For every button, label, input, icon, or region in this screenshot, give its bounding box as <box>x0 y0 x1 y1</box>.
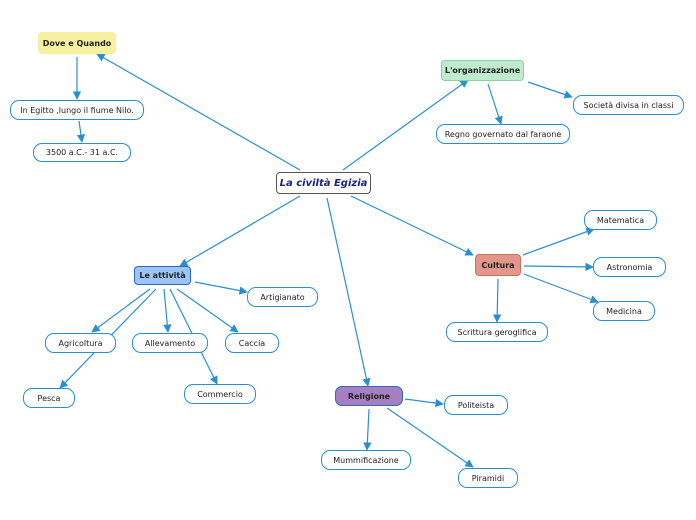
node-societa[interactable]: Società divisa in classi <box>573 95 684 115</box>
topic-dove-e-quando[interactable]: Dove e Quando <box>38 32 116 54</box>
edge-attivita-agricoltura <box>91 288 151 333</box>
central-topic[interactable]: La civiltà Egizia <box>276 172 371 194</box>
node-egitto[interactable]: In Egitto ,lungo il fiume Nilo. <box>10 100 144 120</box>
edge-attivita-caccia <box>176 288 239 333</box>
node-scrittura[interactable]: Scrittura geroglifica <box>446 322 548 342</box>
node-commercio[interactable]: Commercio <box>184 384 256 404</box>
node-caccia[interactable]: Caccia <box>225 333 279 353</box>
node-piramidi[interactable]: Piramidi <box>458 468 518 488</box>
edge-egitto-date <box>76 120 86 143</box>
edge-center-organizzazione <box>342 79 469 171</box>
node-agricoltura[interactable]: Agricoltura <box>45 333 116 353</box>
edge-org-regno <box>487 83 503 125</box>
topic-cultura[interactable]: Cultura <box>475 254 521 276</box>
edge-cultura-matematica <box>522 227 595 256</box>
node-pesca[interactable]: Pesca <box>23 388 75 408</box>
node-matematica[interactable]: Matematica <box>584 210 657 230</box>
edge-cultura-scrittura <box>492 278 502 323</box>
topic-religione[interactable]: Religione <box>335 386 403 406</box>
edge-center-cultura <box>350 195 474 256</box>
node-mummificazione[interactable]: Mummificazione <box>321 450 411 470</box>
node-politeista[interactable]: Politeista <box>444 395 508 415</box>
edge-attivita-allevamento <box>163 288 172 333</box>
edge-org-societa <box>527 81 573 99</box>
topic-organizzazione[interactable]: L'organizzazione <box>441 60 524 81</box>
node-date[interactable]: 3500 a.C.- 31 a.C. <box>33 143 131 162</box>
edge-cultura-medicina <box>523 273 599 304</box>
node-regno[interactable]: Regno governato dal faraone <box>436 124 570 144</box>
edge-religione-politeista <box>404 398 444 408</box>
edge-center-dove <box>96 53 301 171</box>
node-medicina[interactable]: Medicina <box>593 301 655 321</box>
edge-religione-piramidi <box>386 407 474 468</box>
edge-center-religione <box>326 197 371 387</box>
node-astronomia[interactable]: Astronomia <box>593 257 666 277</box>
edge-cultura-astronomia <box>523 262 594 272</box>
topic-attivita[interactable]: Le attività <box>134 266 191 285</box>
edge-attivita-artigianato <box>194 281 248 295</box>
edge-religione-mummificazione <box>363 408 372 451</box>
node-artigianato[interactable]: Artigianato <box>247 287 318 307</box>
edge-center-attivita <box>179 195 301 267</box>
node-allevamento[interactable]: Allevamento <box>132 333 208 353</box>
